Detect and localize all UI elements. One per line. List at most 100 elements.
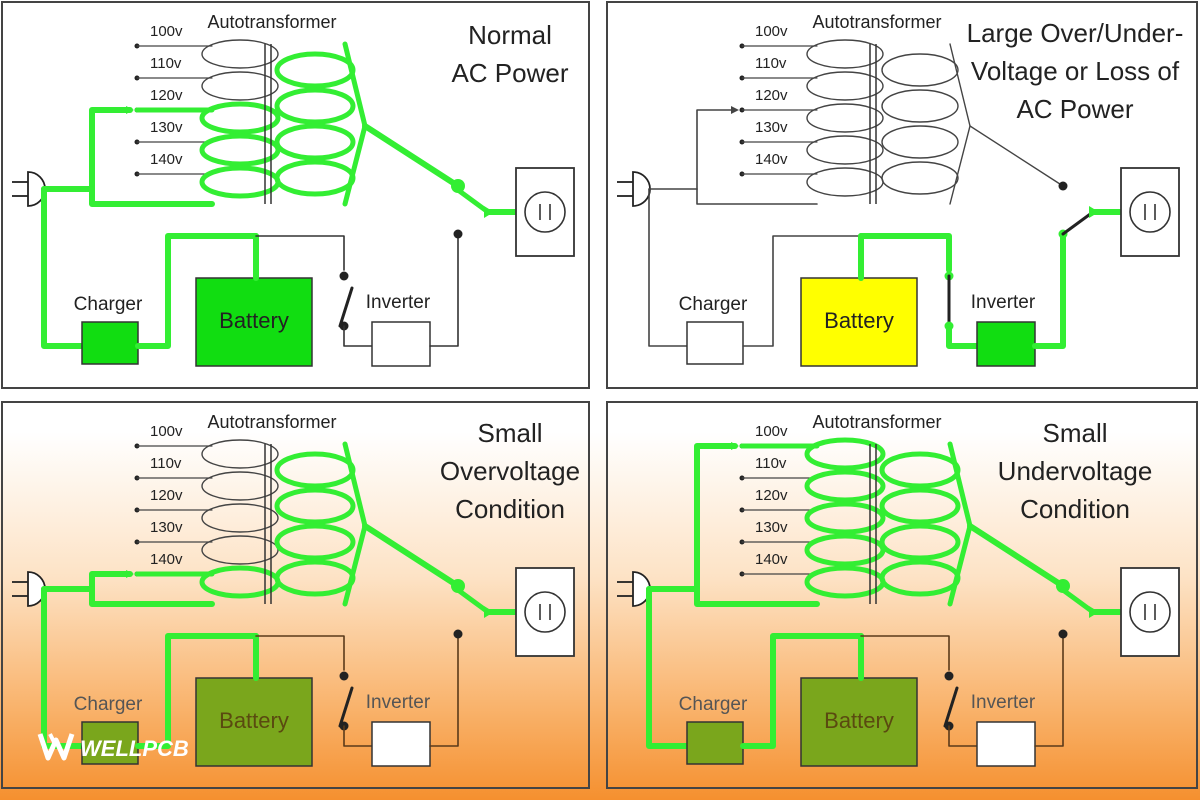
tap-label: 110v <box>755 55 787 72</box>
output-contact-inverter <box>453 629 463 639</box>
secondary-coil <box>879 451 961 489</box>
primary-coil <box>201 71 279 101</box>
panel-title-line: Small <box>1042 418 1107 448</box>
panel-title-line: Large Over/Under- <box>967 18 1184 48</box>
plug-icon <box>617 171 651 207</box>
tap-label: 120v <box>150 87 183 104</box>
charger-battery-wire <box>135 233 259 349</box>
input-common-wire <box>696 188 818 205</box>
charger-box <box>686 321 744 365</box>
output-contact-inverter <box>453 229 463 239</box>
battery-box <box>195 277 313 367</box>
panel-title-line: AC Power <box>1016 94 1133 124</box>
primary-coil <box>199 565 281 599</box>
charger-input-wire <box>646 586 690 749</box>
tap-label: 120v <box>755 487 788 504</box>
transfer-switch-blade <box>455 587 491 615</box>
plug-body <box>632 171 651 207</box>
autotransformer-label: Autotransformer <box>812 12 941 32</box>
secondary-coil <box>879 487 961 525</box>
tap-label: 100v <box>150 423 183 440</box>
secondary-coil <box>274 87 356 125</box>
battery-switch-wire <box>858 233 952 273</box>
inverter-label: Inverter <box>366 692 431 713</box>
plug-icon <box>12 571 46 607</box>
primary-coil <box>806 39 884 69</box>
tap-label: 110v <box>150 55 182 72</box>
charger-battery-wire <box>742 235 862 347</box>
tap-label: 100v <box>755 423 788 440</box>
battery-switch-wire <box>255 635 345 671</box>
transformer-output-wire <box>967 523 1066 589</box>
panel-title-line: Small <box>477 418 542 448</box>
tap-label: 130v <box>150 519 183 536</box>
secondary-coil <box>881 53 959 87</box>
tap-label: 120v <box>150 487 183 504</box>
primary-coil <box>806 167 884 197</box>
charger-input-wire <box>648 188 688 347</box>
inverter-label: Inverter <box>971 692 1036 713</box>
tap-label: 110v <box>755 455 787 472</box>
input-to-tap-wire <box>694 443 738 592</box>
battery-label: Battery <box>824 708 894 733</box>
inverter-output-wire <box>429 635 459 747</box>
secondary-coil <box>881 125 959 159</box>
battery-box <box>800 677 918 767</box>
charger-label: Charger <box>74 294 143 315</box>
charger-battery-wire <box>740 633 864 749</box>
outlet-face <box>524 591 566 633</box>
outlet-icon <box>515 167 575 257</box>
transfer-switch-blade <box>455 187 491 215</box>
panel-border <box>1 1 590 389</box>
panel-overvoltage: SmallOvervoltageConditionAutotransformer… <box>1 401 590 789</box>
primary-coil <box>806 71 884 101</box>
inverter-box <box>371 321 431 367</box>
charger-label: Charger <box>679 294 748 315</box>
plug-icon <box>617 571 651 607</box>
battery-switch-wire <box>255 235 345 271</box>
panel-border <box>606 1 1198 389</box>
tap-label: 140v <box>755 551 788 568</box>
primary-coil <box>804 533 886 567</box>
panel-undervoltage: SmallUndervoltageConditionAutotransforme… <box>606 401 1198 789</box>
input-to-tap-wire <box>89 571 133 592</box>
tap-label: 140v <box>755 151 788 168</box>
battery-switch-blade <box>338 686 354 728</box>
tap-selector-arrow <box>731 106 739 114</box>
inverter-output-wire <box>1032 233 1066 349</box>
inverter-box <box>976 321 1036 367</box>
inverter-output-wire <box>429 235 459 347</box>
secondary-coil <box>274 51 356 89</box>
tap-label: 130v <box>755 119 788 136</box>
battery-switch-blade <box>943 686 959 728</box>
panel-title-line: Normal <box>468 20 552 50</box>
switch-inverter-wire <box>946 323 980 349</box>
secondary-coil <box>274 559 356 597</box>
inverter-label: Inverter <box>971 292 1036 313</box>
panel-title-line: AC Power <box>451 58 568 88</box>
outlet-icon <box>515 567 575 657</box>
secondary-coil <box>879 559 961 597</box>
input-common-wire <box>89 586 215 607</box>
panel-title-line: Overvoltage <box>440 456 580 486</box>
battery-label: Battery <box>824 308 894 333</box>
transformer-output-wire <box>362 123 461 189</box>
tap-label: 120v <box>755 87 788 104</box>
primary-coil <box>201 535 279 565</box>
panel-title-line: Condition <box>1020 494 1130 524</box>
secondary-coil <box>881 89 959 123</box>
charger-battery-wire <box>135 633 259 749</box>
charger-box <box>81 321 139 365</box>
primary-coil <box>201 471 279 501</box>
tap-label: 130v <box>755 519 788 536</box>
secondary-lead <box>949 43 971 205</box>
outlet-face <box>1129 591 1171 633</box>
autotransformer-label: Autotransformer <box>207 412 336 432</box>
charger-input-wire <box>41 586 85 749</box>
primary-coil <box>199 165 281 199</box>
secondary-coil <box>274 487 356 525</box>
charger-input-wire <box>41 186 85 349</box>
